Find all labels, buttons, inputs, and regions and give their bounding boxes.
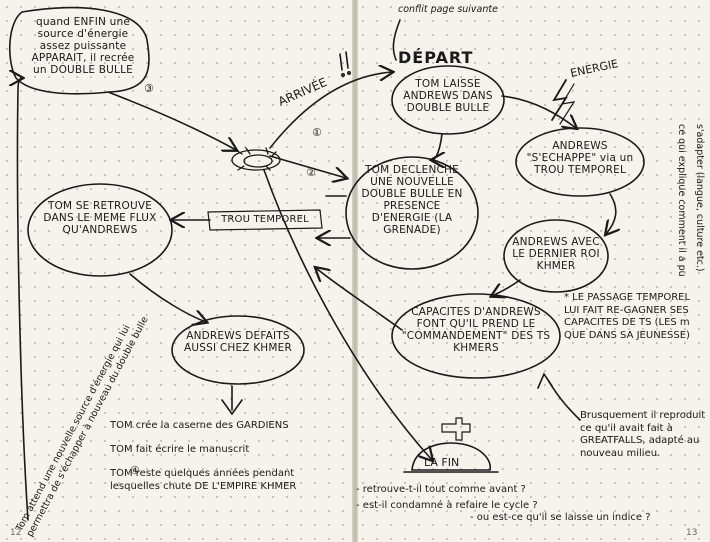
note-bullet-3: TOM reste quelques années pendant lesque… bbox=[110, 468, 297, 492]
note-right-vertical-1: ce qui explique comment il a pu bbox=[676, 124, 687, 277]
bubble-andrews-dernier bbox=[503, 219, 609, 293]
marker-2: ② bbox=[306, 166, 316, 179]
trou-temporel-box bbox=[207, 209, 323, 231]
notebook-gutter bbox=[352, 0, 358, 542]
node-la-fin: LA FIN bbox=[424, 456, 460, 469]
marker-3: ③ bbox=[144, 82, 154, 95]
marker-4: ④ bbox=[130, 464, 140, 477]
node-andrews-defaits: ANDREWS DEFAITS AUSSI CHEZ KHMER bbox=[184, 330, 292, 354]
bubble-tom-declenche bbox=[345, 156, 479, 270]
node-tom-declenche: TOM DECLENCHE UNE NOUVELLE DOUBLE BULLE … bbox=[361, 164, 463, 236]
bubble-andrews-defaits bbox=[171, 315, 305, 385]
node-tom-laisse: TOM LAISSE ANDREWS DANS DOUBLE BULLE bbox=[403, 78, 493, 114]
page-number-right: 13 bbox=[686, 528, 698, 538]
question-1: - retrouve-t-il tout comme avant ? bbox=[356, 484, 526, 495]
bubble-tom-se-retrouve bbox=[27, 183, 173, 277]
bubble-tom-laisse bbox=[391, 65, 505, 135]
node-quand-enfin: quand ENFIN une source d'énergie assez p… bbox=[31, 16, 135, 76]
bubble-quand-enfin bbox=[8, 6, 150, 95]
node-andrews-dernier: ANDREWS AVEC LE DERNIER ROI KHMER bbox=[512, 236, 600, 272]
bubble-capacites bbox=[391, 293, 561, 379]
right-notebook-page bbox=[356, 0, 710, 542]
node-capacites: CAPACITES D'ANDREWS FONT QU'IL PREND LE … bbox=[401, 306, 551, 354]
node-trou-temporel: TROU TEMPOREL bbox=[221, 214, 309, 225]
note-right-vertical-2: s'adapter (langue, culture etc.) bbox=[694, 124, 705, 272]
bubble-andrews-echappe bbox=[515, 127, 645, 197]
question-3: - ou est-ce qu'il se laisse un indice ? bbox=[470, 512, 651, 523]
label-top-note: conflit page suivante bbox=[398, 4, 498, 15]
left-notebook-page bbox=[0, 0, 354, 542]
node-andrews-echappe: ANDREWS "S'ECHAPPE" via un TROU TEMPOREL bbox=[526, 140, 634, 176]
label-depart: DÉPART bbox=[398, 48, 474, 67]
page-number-left: 12 bbox=[10, 528, 22, 538]
note-passage-temporel: * LE PASSAGE TEMPOREL LUI FAIT RE-GAGNER… bbox=[564, 292, 691, 341]
note-bullet-2: TOM fait écrire le manuscrit bbox=[110, 444, 250, 455]
swirl-vortex bbox=[231, 147, 281, 171]
question-2: - est-il condamné à refaire le cycle ? bbox=[356, 500, 538, 511]
marker-1: ① bbox=[312, 126, 322, 139]
note-bullet-1: TOM crée la caserne des GARDIENS bbox=[110, 420, 289, 431]
node-tom-se-retrouve: TOM SE RETROUVE DANS LE MEME FLUX QU'AND… bbox=[43, 200, 157, 236]
note-brusquement: Brusquement il reproduit ce qu'il avait … bbox=[580, 410, 706, 459]
